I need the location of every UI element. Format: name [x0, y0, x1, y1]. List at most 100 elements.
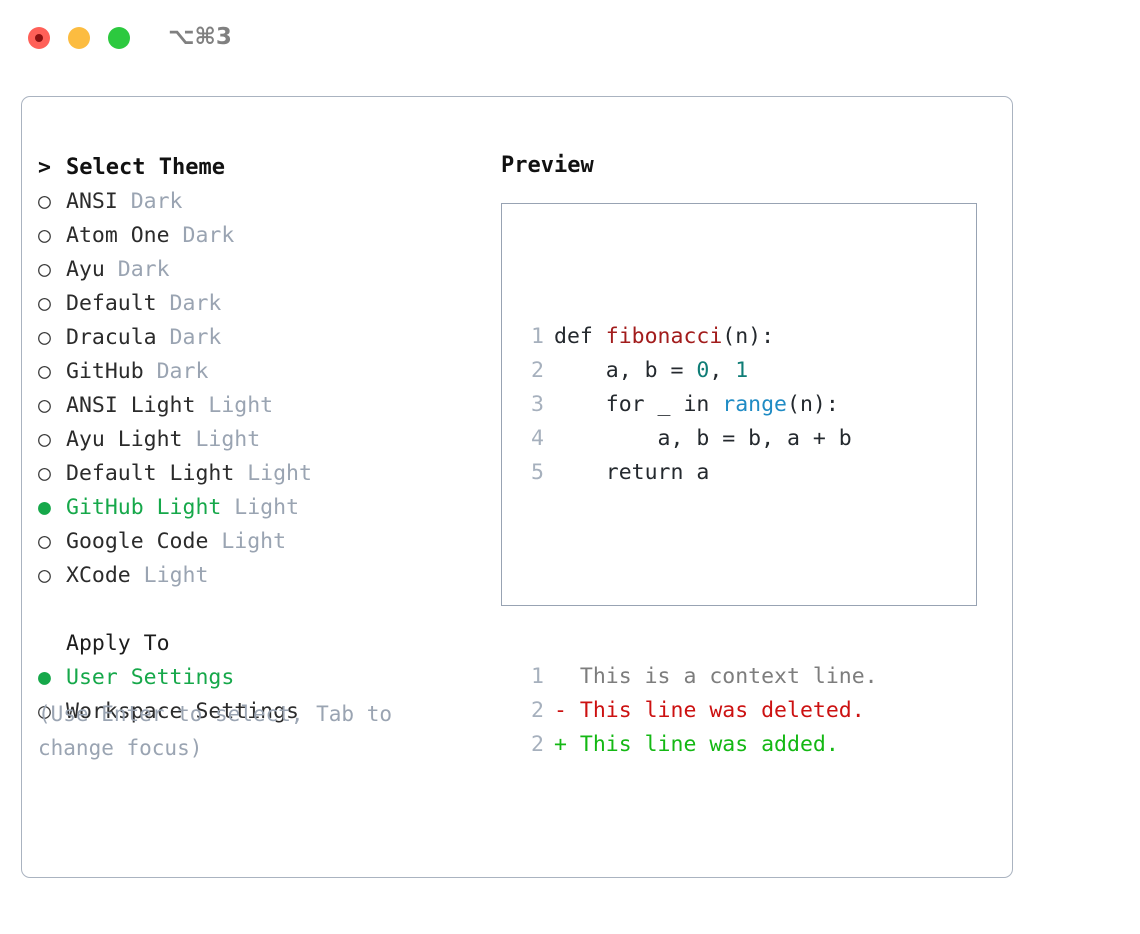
- title-bar: ⌥⌘3: [0, 0, 1140, 78]
- theme-option[interactable]: ○ ANSI Light Light: [38, 389, 478, 423]
- diff-block: 1 This is a context line. 2- This line wa…: [518, 660, 878, 762]
- code-line-text: a, b = b, a + b: [544, 422, 852, 456]
- diff-line-body: This line was deleted.: [566, 698, 865, 723]
- theme-option-kind: Light: [130, 563, 209, 588]
- theme-option-kind: Dark: [156, 325, 222, 350]
- radio-unselected-icon[interactable]: ○: [38, 257, 51, 282]
- radio-selected-icon[interactable]: ●: [38, 495, 51, 520]
- apply-to-option[interactable]: ●User Settings: [38, 661, 478, 695]
- radio-unselected-icon[interactable]: ○: [38, 427, 51, 452]
- code-line: 5 return a: [518, 456, 878, 490]
- theme-option[interactable]: ● GitHub Light Light: [38, 491, 478, 525]
- diff-line-number: 2: [531, 732, 544, 757]
- radio-selected-icon[interactable]: ●: [38, 665, 51, 690]
- theme-option-kind: Dark: [143, 359, 209, 384]
- preview-pane: Preview: [501, 151, 991, 181]
- theme-option-kind: Light: [195, 393, 274, 418]
- keyboard-hint: (Use Enter to select, Tab to change focu…: [38, 702, 405, 760]
- apply-to-option[interactable]: ○ Workspace Settings: [38, 695, 478, 729]
- code-line-text: for _ in range(n):: [544, 388, 839, 422]
- diff-line-body: This line was added.: [566, 732, 839, 757]
- theme-option-kind: Light: [234, 461, 312, 486]
- theme-option-kind: Light: [221, 495, 300, 520]
- theme-option-label: GitHub: [66, 359, 144, 384]
- radio-unselected-icon[interactable]: ○: [38, 699, 51, 724]
- theme-option-kind: Light: [208, 529, 287, 554]
- code-line: 1 def fibonacci(n):: [518, 320, 878, 354]
- code-line-number: 1: [531, 324, 544, 349]
- radio-unselected-icon[interactable]: ○: [38, 529, 51, 554]
- theme-option-label: Ayu Light: [66, 427, 183, 452]
- diff-line-body: This is a context line.: [566, 664, 878, 689]
- code-token-plain: (n):: [722, 324, 775, 349]
- diff-line-number: 2: [531, 698, 544, 723]
- code-line-number: 2: [531, 358, 544, 383]
- code-token-plain: return a: [554, 460, 710, 485]
- close-traffic-light[interactable]: [28, 27, 50, 49]
- code-line: 4 a, b = b, a + b: [518, 422, 878, 456]
- select-theme-heading: >Select Theme: [38, 151, 478, 185]
- theme-option[interactable]: ○ GitHub Dark: [38, 355, 478, 389]
- radio-unselected-icon[interactable]: ○: [38, 189, 51, 214]
- theme-option[interactable]: ○ Google Code Light: [38, 525, 478, 559]
- theme-option[interactable]: ○Atom One Dark: [38, 219, 478, 253]
- theme-option-label: GitHub Light: [66, 495, 222, 520]
- radio-unselected-icon[interactable]: ○: [38, 563, 51, 588]
- apply-to-bullet-placeholder: ○: [38, 627, 66, 661]
- theme-option-label: Dracula: [66, 325, 157, 350]
- theme-option[interactable]: ○ Dracula Dark: [38, 321, 478, 355]
- radio-unselected-icon[interactable]: ○: [38, 291, 51, 316]
- theme-option-label: Default: [66, 291, 157, 316]
- radio-unselected-icon[interactable]: ○: [38, 359, 51, 384]
- radio-unselected-icon[interactable]: ○: [38, 461, 51, 486]
- apply-to-label: Apply To: [66, 631, 170, 656]
- theme-option-label: Ayu: [66, 257, 105, 282]
- diff-marker: +: [554, 732, 567, 757]
- theme-option[interactable]: ○Ayu Light Light: [38, 423, 478, 457]
- minimize-traffic-light[interactable]: [68, 27, 90, 49]
- diff-line: 2- This line was deleted.: [518, 694, 878, 728]
- code-token-plain: for _ in: [554, 392, 723, 417]
- apply-to-heading: ○Apply To: [38, 627, 478, 661]
- radio-unselected-icon[interactable]: ○: [38, 393, 51, 418]
- theme-option[interactable]: ○ Default Light Light: [38, 457, 478, 491]
- radio-unselected-icon[interactable]: ○: [38, 223, 51, 248]
- theme-option[interactable]: ○ Ayu Dark: [38, 253, 478, 287]
- code-line: 3 for _ in range(n):: [518, 388, 878, 422]
- theme-option-label: Default Light: [66, 461, 235, 486]
- apply-to-option-label: Workspace Settings: [66, 699, 299, 724]
- list-spacer: [38, 593, 478, 627]
- theme-option-kind: Dark: [156, 291, 222, 316]
- theme-option-label: ANSI Light: [66, 393, 196, 418]
- theme-option-kind: Dark: [104, 257, 170, 282]
- theme-option[interactable]: ○ANSI Dark: [38, 185, 478, 219]
- theme-option[interactable]: ○ Default Dark: [38, 287, 478, 321]
- code-line-text: return a: [544, 456, 710, 490]
- code-token-plain: (n):: [787, 392, 839, 417]
- code-token-plain: def: [554, 324, 606, 349]
- code-token-func: fibonacci: [605, 324, 723, 349]
- code-line-number: 5: [531, 460, 544, 485]
- code-token-num: 1: [735, 358, 749, 383]
- code-token-plain: a, b = b, a + b: [554, 426, 852, 451]
- code-line-text: a, b = 0, 1: [544, 354, 748, 388]
- theme-option-label: Atom One: [66, 223, 170, 248]
- theme-picker-pane: >Select Theme ○ANSI Dark○Atom One Dark○A…: [38, 151, 478, 729]
- code-line-number: 3: [531, 392, 544, 417]
- maximize-traffic-light[interactable]: [108, 27, 130, 49]
- heading-marker: >: [38, 155, 51, 180]
- theme-option-label: ANSI: [66, 189, 118, 214]
- theme-list: ○ ANSI Dark ○ Atom One Dark ○ Ayu Dark ○ Defaul…: [38, 185, 478, 593]
- theme-option[interactable]: ○XCode Light: [38, 559, 478, 593]
- diff-line-number: 1: [531, 664, 544, 689]
- code-token-plain: ,: [709, 358, 736, 383]
- apply-to-options: ●User Settings ○ Workspace Settings: [38, 661, 478, 729]
- theme-option-label: Google Code: [66, 529, 209, 554]
- diff-line-text-del: - This line was deleted.: [544, 694, 865, 728]
- diff-marker: -: [554, 698, 567, 723]
- radio-unselected-icon[interactable]: ○: [38, 325, 51, 350]
- diff-marker: [554, 664, 567, 689]
